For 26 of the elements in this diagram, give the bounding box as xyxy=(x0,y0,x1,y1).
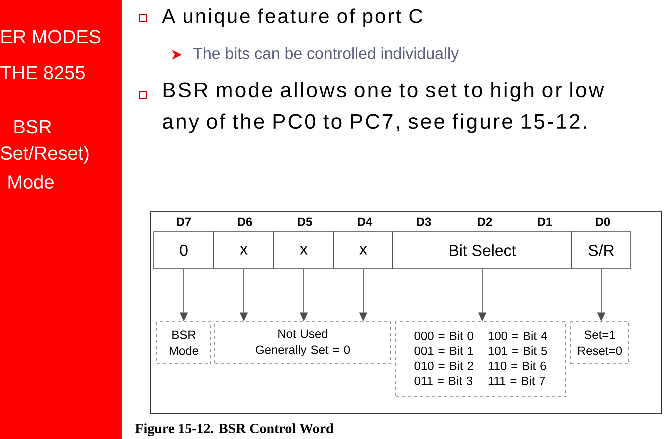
bit-label: D0 xyxy=(596,218,610,226)
bit-cell: x xyxy=(274,232,334,270)
dashed-box: Set=1 Reset=0 xyxy=(570,322,630,364)
bullet-text: A unique feature of port C xyxy=(162,8,422,28)
bit-label: D7 xyxy=(177,218,192,226)
bit-cell: x xyxy=(334,232,394,270)
sub-bullet-text: The bits can be controlled individually xyxy=(194,48,460,62)
bit-label: D4 xyxy=(358,218,373,226)
dashed-box: Not Used Generally Set = 0 xyxy=(214,322,392,364)
bit-label: D6 xyxy=(238,218,252,226)
dashed-box: BSR Mode xyxy=(156,322,212,364)
sidebar-title: ER MODES xyxy=(2,30,101,44)
sidebar-title: THE 8255 xyxy=(0,66,85,80)
figure-caption: Figure 15-12. BSR Control Word xyxy=(135,424,334,436)
bit-cell: x xyxy=(214,232,274,270)
bit-cell: 0 xyxy=(154,232,214,270)
bit-label: D1 xyxy=(538,218,552,226)
bit-cell: Bit Select xyxy=(392,232,572,270)
dashed-box: 000 = Bit 0 100 = Bit 4 001 = Bit 1 101 = Bit 5 010 = Bit 2 110 = Bit 6 011 = Bit 3 111 = Bit 7 xyxy=(396,322,566,398)
bit-label: D5 xyxy=(298,218,312,226)
sidebar-title: BSR xyxy=(14,120,52,134)
sidebar-title: Mode xyxy=(8,175,54,189)
bit-label: D3 xyxy=(417,218,432,226)
bullet-text: BSR mode allows one to set to high or low any of the PC0 to PC7, see figure 15-12. xyxy=(163,82,604,134)
bit-cell: S/R xyxy=(572,232,632,270)
sidebar-title: Set/Reset) xyxy=(1,146,89,164)
